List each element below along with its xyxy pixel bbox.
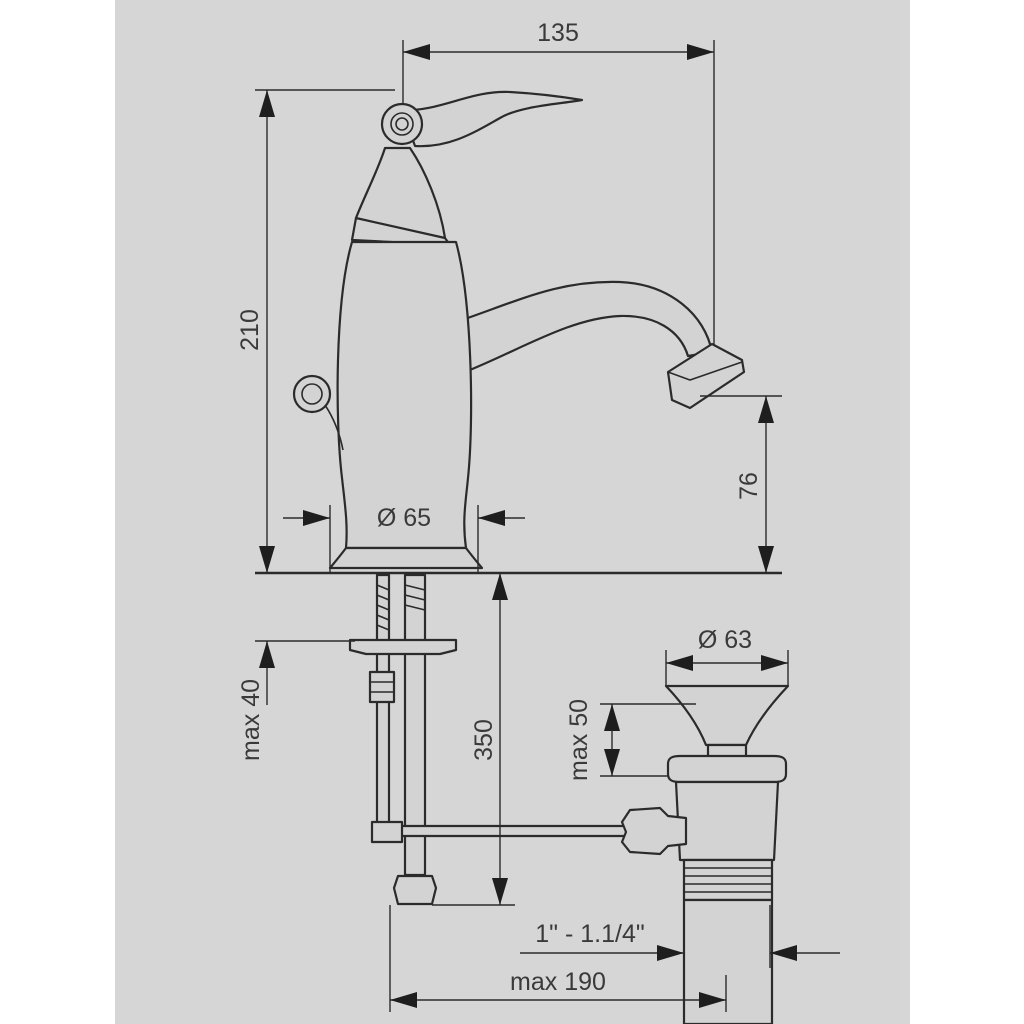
arrow-350-bottom <box>492 878 508 905</box>
spout-aerator <box>666 342 746 410</box>
label-210: 210 <box>236 309 264 351</box>
popup-knob-inner <box>301 383 323 405</box>
drawing-panel <box>115 0 910 1024</box>
arrow-50-bottom <box>604 749 620 776</box>
hose-thread <box>404 584 426 611</box>
arrow-50-top <box>604 704 620 731</box>
waste-body <box>674 780 780 862</box>
rod-clamp <box>370 820 404 844</box>
nut-line <box>370 681 394 693</box>
arrow-thread-right <box>770 945 797 961</box>
label-max-40: max 40 <box>237 679 265 761</box>
arrow-210-top <box>259 90 275 117</box>
arrow-210-bottom <box>259 546 275 573</box>
label-76: 76 <box>735 472 763 500</box>
arrow-65-right <box>478 510 505 526</box>
arrow-63-right <box>761 655 788 671</box>
label-135: 135 <box>537 19 579 47</box>
threaded-rod <box>375 573 391 839</box>
faucet-base <box>328 546 484 570</box>
waste-tail <box>682 898 774 1024</box>
mounting-plate <box>348 638 458 656</box>
arrow-135-left <box>403 44 430 60</box>
label-thread: 1" - 1.1/4" <box>535 920 644 948</box>
aerator-line <box>667 361 743 381</box>
waste-side-connector <box>620 806 688 856</box>
mounting-nut <box>368 670 396 704</box>
lever-pivot-inner <box>390 112 414 136</box>
arrow-65-left <box>303 510 330 526</box>
label-waste-diameter: Ø 63 <box>698 626 752 654</box>
lever-pivot <box>380 102 424 146</box>
faucet-body <box>336 240 473 550</box>
label-base-diameter: Ø 65 <box>377 504 431 532</box>
arrow-350-top <box>492 573 508 600</box>
waste-collar <box>666 754 788 784</box>
popup-stem <box>324 404 344 451</box>
popup-knob <box>292 374 332 414</box>
faucet-drawing <box>292 90 746 570</box>
dimension-labels: 135 210 76 Ø 65 max 40 350 Ø 63 max 50 1… <box>236 19 763 996</box>
arrow-190-left <box>390 992 417 1008</box>
waste-thread <box>682 858 774 902</box>
arrow-40 <box>259 641 275 668</box>
arrow-76-top <box>758 396 774 423</box>
popup-rod <box>386 824 630 838</box>
lever-pivot-core <box>395 117 409 131</box>
label-max-190: max 190 <box>510 968 606 996</box>
arrow-thread-left <box>657 945 684 961</box>
hose-fitting <box>392 874 438 906</box>
dimension-lines <box>255 40 840 1012</box>
arrow-63-left <box>666 655 693 671</box>
arrow-190-right <box>699 992 726 1008</box>
thread-lines <box>684 867 772 893</box>
faucet-lever <box>400 90 584 148</box>
label-max-50: max 50 <box>565 699 593 781</box>
arrow-76-bottom <box>758 546 774 573</box>
mounting-assembly <box>348 573 630 906</box>
label-350: 350 <box>470 719 498 761</box>
arrow-135-right <box>687 44 714 60</box>
rod-thread <box>376 584 390 631</box>
waste-valve <box>620 684 790 1024</box>
